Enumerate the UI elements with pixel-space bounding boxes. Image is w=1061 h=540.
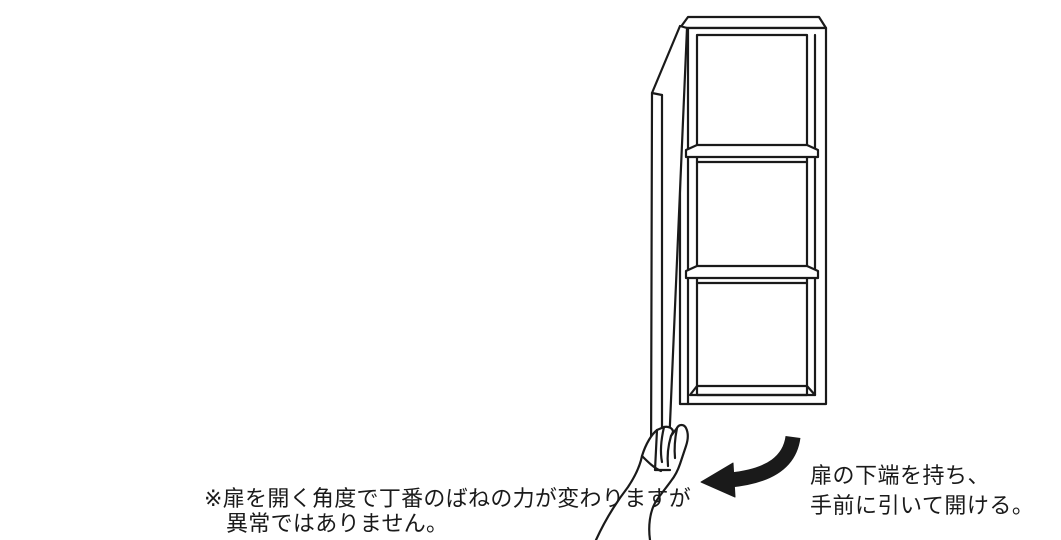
caution-note-line-2: 異常ではありません。 — [226, 512, 449, 537]
wall-cabinet — [678, 15, 828, 406]
instruction-text: 扉の下端を持ち、 手前に引いて開ける。 — [810, 462, 1034, 522]
shelf-upper — [684, 143, 820, 164]
caution-note: ※扉を開く角度で丁番のばねの力が変わりますが 異常ではありません。 — [204, 487, 691, 537]
shelf-lower — [684, 264, 820, 285]
instruction-line-1: 扉の下端を持ち、 — [810, 464, 991, 489]
curved-arrow-icon — [700, 435, 801, 498]
instruction-line-2: 手前に引いて開ける。 — [810, 494, 1035, 519]
hand-icon — [594, 423, 689, 540]
caution-note-line-1: ※扉を開く角度で丁番のばねの力が変わりますが — [204, 487, 692, 512]
